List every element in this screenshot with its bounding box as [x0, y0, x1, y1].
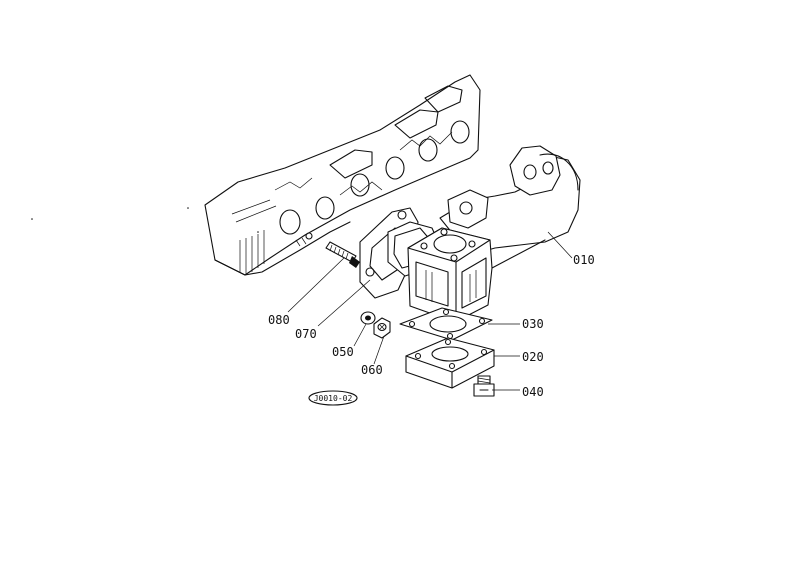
bolt-040 — [473, 375, 495, 397]
washer-050 — [360, 311, 376, 325]
leader-lines — [287, 231, 573, 391]
exhaust-elbow-010 — [387, 145, 581, 331]
flange-plate-020 — [405, 337, 495, 389]
nut-060 — [373, 317, 391, 339]
part-label-040: 040 — [522, 385, 544, 399]
figure-code-stamp: J0010-02 — [308, 390, 358, 406]
stray-marks — [31, 207, 259, 233]
part-label-020: 020 — [522, 350, 544, 364]
stud-bolt-080 — [325, 241, 360, 268]
part-label-030: 030 — [522, 317, 544, 331]
part-labels: 010 020 030 040 050 060 070 080 — [268, 253, 595, 399]
figure-code: J0010-02 — [314, 394, 353, 403]
part-label-050: 050 — [332, 345, 354, 359]
engine-block-drawing — [204, 74, 481, 276]
gasket-030 — [399, 307, 493, 341]
part-label-070: 070 — [295, 327, 317, 341]
part-label-060: 060 — [361, 363, 383, 377]
part-label-080: 080 — [268, 313, 290, 327]
part-label-010: 010 — [573, 253, 595, 267]
